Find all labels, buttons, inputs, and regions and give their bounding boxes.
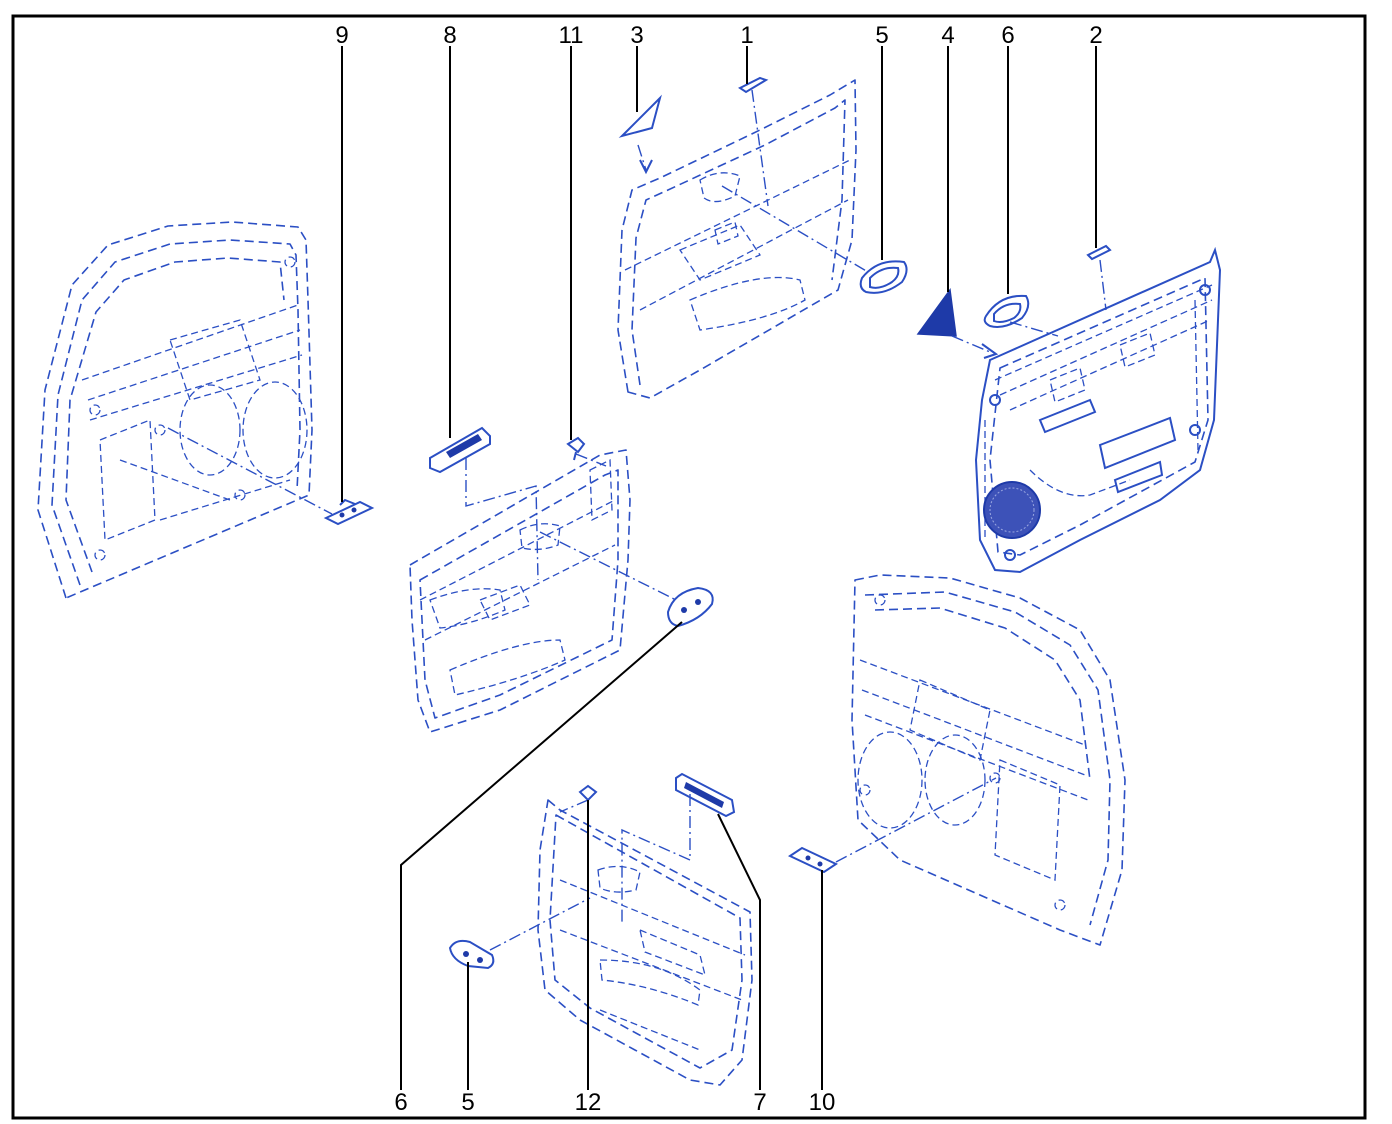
- callout-9: 9: [335, 22, 348, 49]
- callout-5-top: 5: [875, 22, 888, 49]
- cap-part-2: [1086, 244, 1112, 261]
- left-door-frame: [37, 221, 313, 599]
- callout-6-bottom: 6: [394, 1089, 407, 1116]
- switch-panel-part-7: [675, 772, 736, 818]
- callout-6-top: 6: [1001, 22, 1014, 49]
- parts-layer: [37, 76, 1222, 1086]
- bottom-trim-panel: [537, 799, 753, 1086]
- bracket-part-9: [323, 498, 375, 526]
- clip-part-11: [566, 436, 586, 461]
- triangle-trim-part-3: [618, 94, 662, 138]
- handle-bezel-part-5-bottom: [448, 939, 495, 970]
- rear-door-trim-panel: [974, 246, 1222, 574]
- clip-part-12: [578, 784, 598, 802]
- callout-8: 8: [443, 22, 456, 49]
- front-door-trim-panel: [617, 79, 857, 399]
- leader-lines: [341, 46, 1097, 1090]
- callout-11: 11: [559, 22, 584, 49]
- callout-10: 10: [809, 1089, 836, 1116]
- right-door-frame: [851, 574, 1126, 946]
- callout-5-bottom: 5: [461, 1089, 474, 1116]
- callout-3: 3: [630, 22, 643, 49]
- center-trim-panel: [409, 449, 631, 733]
- callout-labels: 9 8 11 3 1 5 4 6 2 6 5 12 7 10: [335, 22, 1102, 1116]
- cap-part-1: [738, 76, 769, 94]
- switch-panel-part-8: [429, 426, 491, 474]
- handle-bezel-part-5-top: [859, 260, 908, 294]
- bracket-part-10: [787, 846, 839, 874]
- handle-bezel-part-6-center: [666, 586, 714, 628]
- callout-1: 1: [740, 22, 753, 49]
- assembly-lines: [167, 89, 1107, 951]
- callout-2: 2: [1089, 22, 1102, 49]
- callout-7: 7: [753, 1089, 766, 1116]
- triangle-trim-part-4: [916, 288, 957, 337]
- handle-bezel-part-6-top: [983, 294, 1030, 328]
- callout-4: 4: [941, 22, 954, 49]
- diagram-frame: [11, 14, 1367, 1120]
- callout-12: 12: [575, 1089, 602, 1116]
